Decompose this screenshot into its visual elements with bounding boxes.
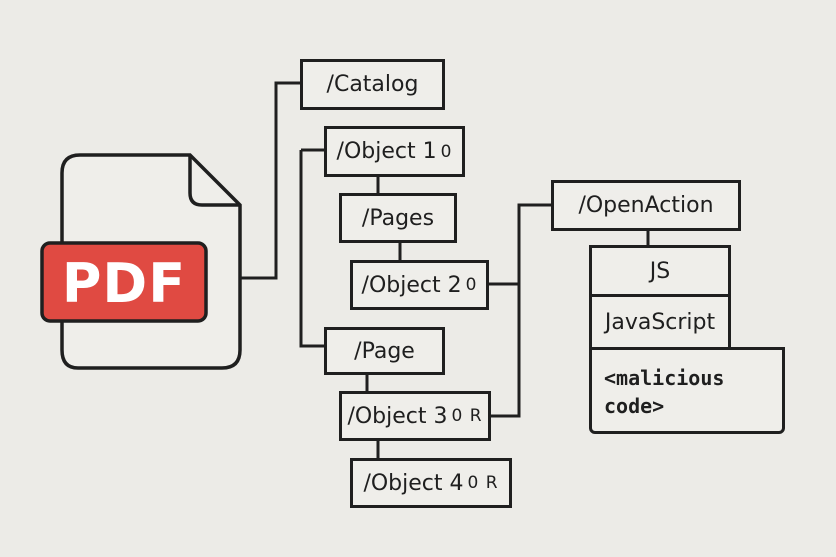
pages-node: /Pages (339, 193, 457, 243)
page-node: /Page (324, 327, 445, 375)
pdf-badge (40, 241, 208, 323)
object3-ref: 0 R (451, 406, 483, 426)
pdf-file-icon: PDF (40, 153, 242, 370)
javascript-node: JavaScript (589, 294, 731, 350)
js-label: JS (649, 258, 671, 284)
object4-label: /Object 4 (363, 470, 464, 496)
openaction-label: /OpenAction (578, 193, 714, 218)
catalog-label: /Catalog (326, 72, 419, 97)
js-node: JS (589, 245, 731, 297)
object3-label: /Object 3 (347, 403, 448, 429)
pdf-badge-label: PDF (62, 252, 186, 315)
object1-label: /Object 1 (336, 139, 437, 164)
openaction-node: /OpenAction (551, 180, 741, 231)
connector-file-object1 (299, 150, 325, 348)
javascript-label: JavaScript (604, 309, 716, 335)
object2-label: /Object 2 (361, 272, 462, 298)
page-label: /Page (354, 338, 415, 364)
malicious-code-node: <malicious code> (589, 347, 785, 434)
connectors (241, 81, 650, 458)
object4-ref: 0 R (467, 473, 499, 493)
connector-file-catalog (241, 81, 300, 280)
object1-ref: 0 (440, 141, 453, 162)
pages-label: /Pages (361, 205, 435, 231)
catalog-node: /Catalog (300, 59, 445, 110)
malicious-code-label: <malicious code> (604, 366, 725, 418)
connector-object3-openaction (489, 203, 552, 418)
object2-ref: 0 (465, 275, 478, 295)
